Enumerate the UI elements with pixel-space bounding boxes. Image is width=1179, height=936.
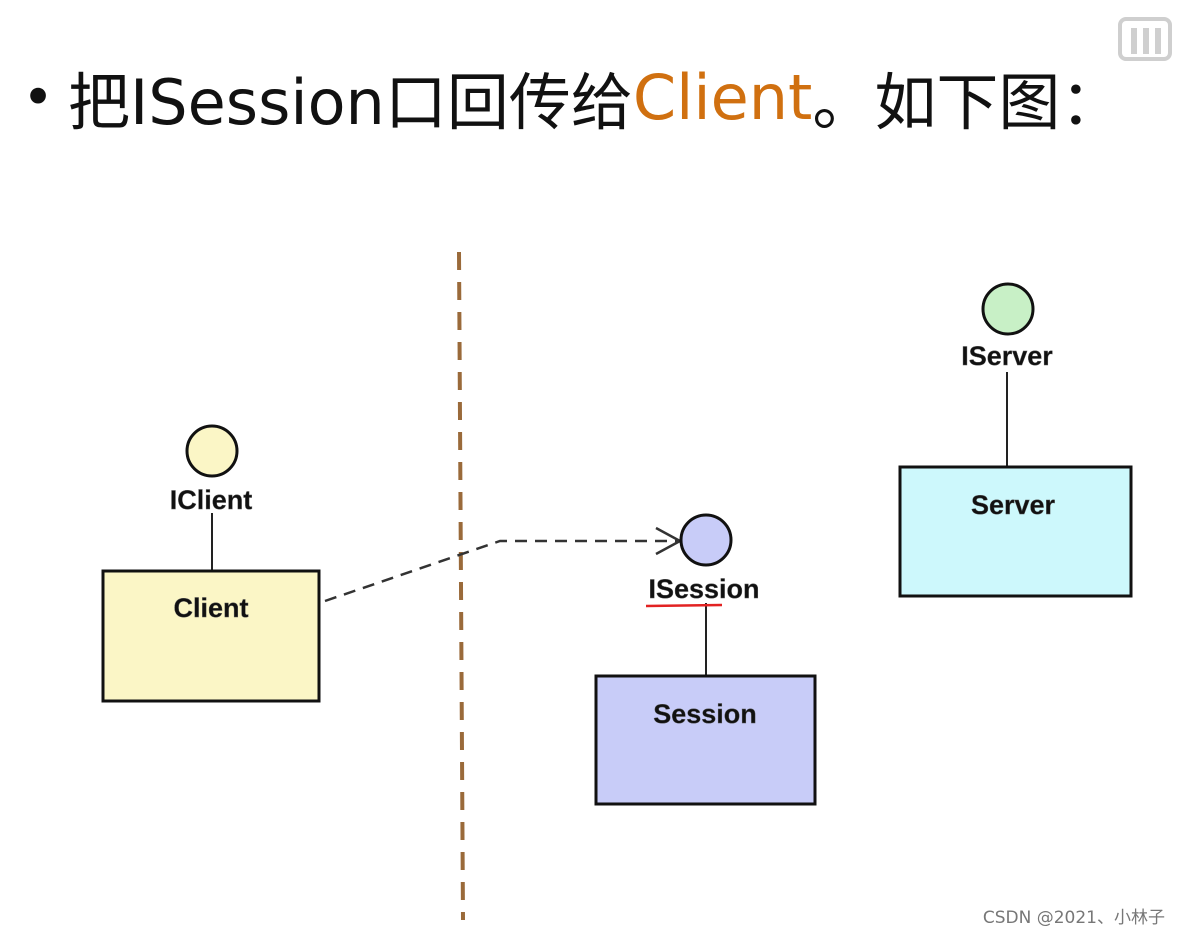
server-box-label: Server: [971, 490, 1056, 520]
session-interface-circle: [679, 513, 733, 567]
session-interface-label: ISession: [648, 574, 759, 604]
server-interface-label: IServer: [961, 341, 1053, 371]
client-interface-circle: [185, 424, 239, 478]
title-accent: Client: [632, 60, 813, 134]
tv-logo-icon: [1118, 17, 1172, 61]
bullet-icon: •: [22, 65, 54, 129]
client-interface-label: IClient: [170, 485, 253, 515]
session-label-underline: [645, 603, 723, 608]
title-prefix: 把ISession口回传给: [68, 66, 633, 139]
slide-title: • 把ISession口回传给 Client 。如下图：: [8, 52, 1122, 142]
session-box: [594, 674, 817, 806]
client-box: [101, 569, 321, 703]
boundary-divider: [457, 251, 465, 921]
server-box: [898, 465, 1133, 598]
server-interface-circle: [981, 282, 1035, 336]
client-box-label: Client: [173, 593, 248, 623]
session-box-label: Session: [653, 699, 757, 729]
client-to-isession-arrow: [324, 539, 678, 603]
csdn-watermark: CSDN @2021、小林子: [982, 908, 1165, 928]
title-suffix: 。如下图：: [812, 66, 1123, 139]
